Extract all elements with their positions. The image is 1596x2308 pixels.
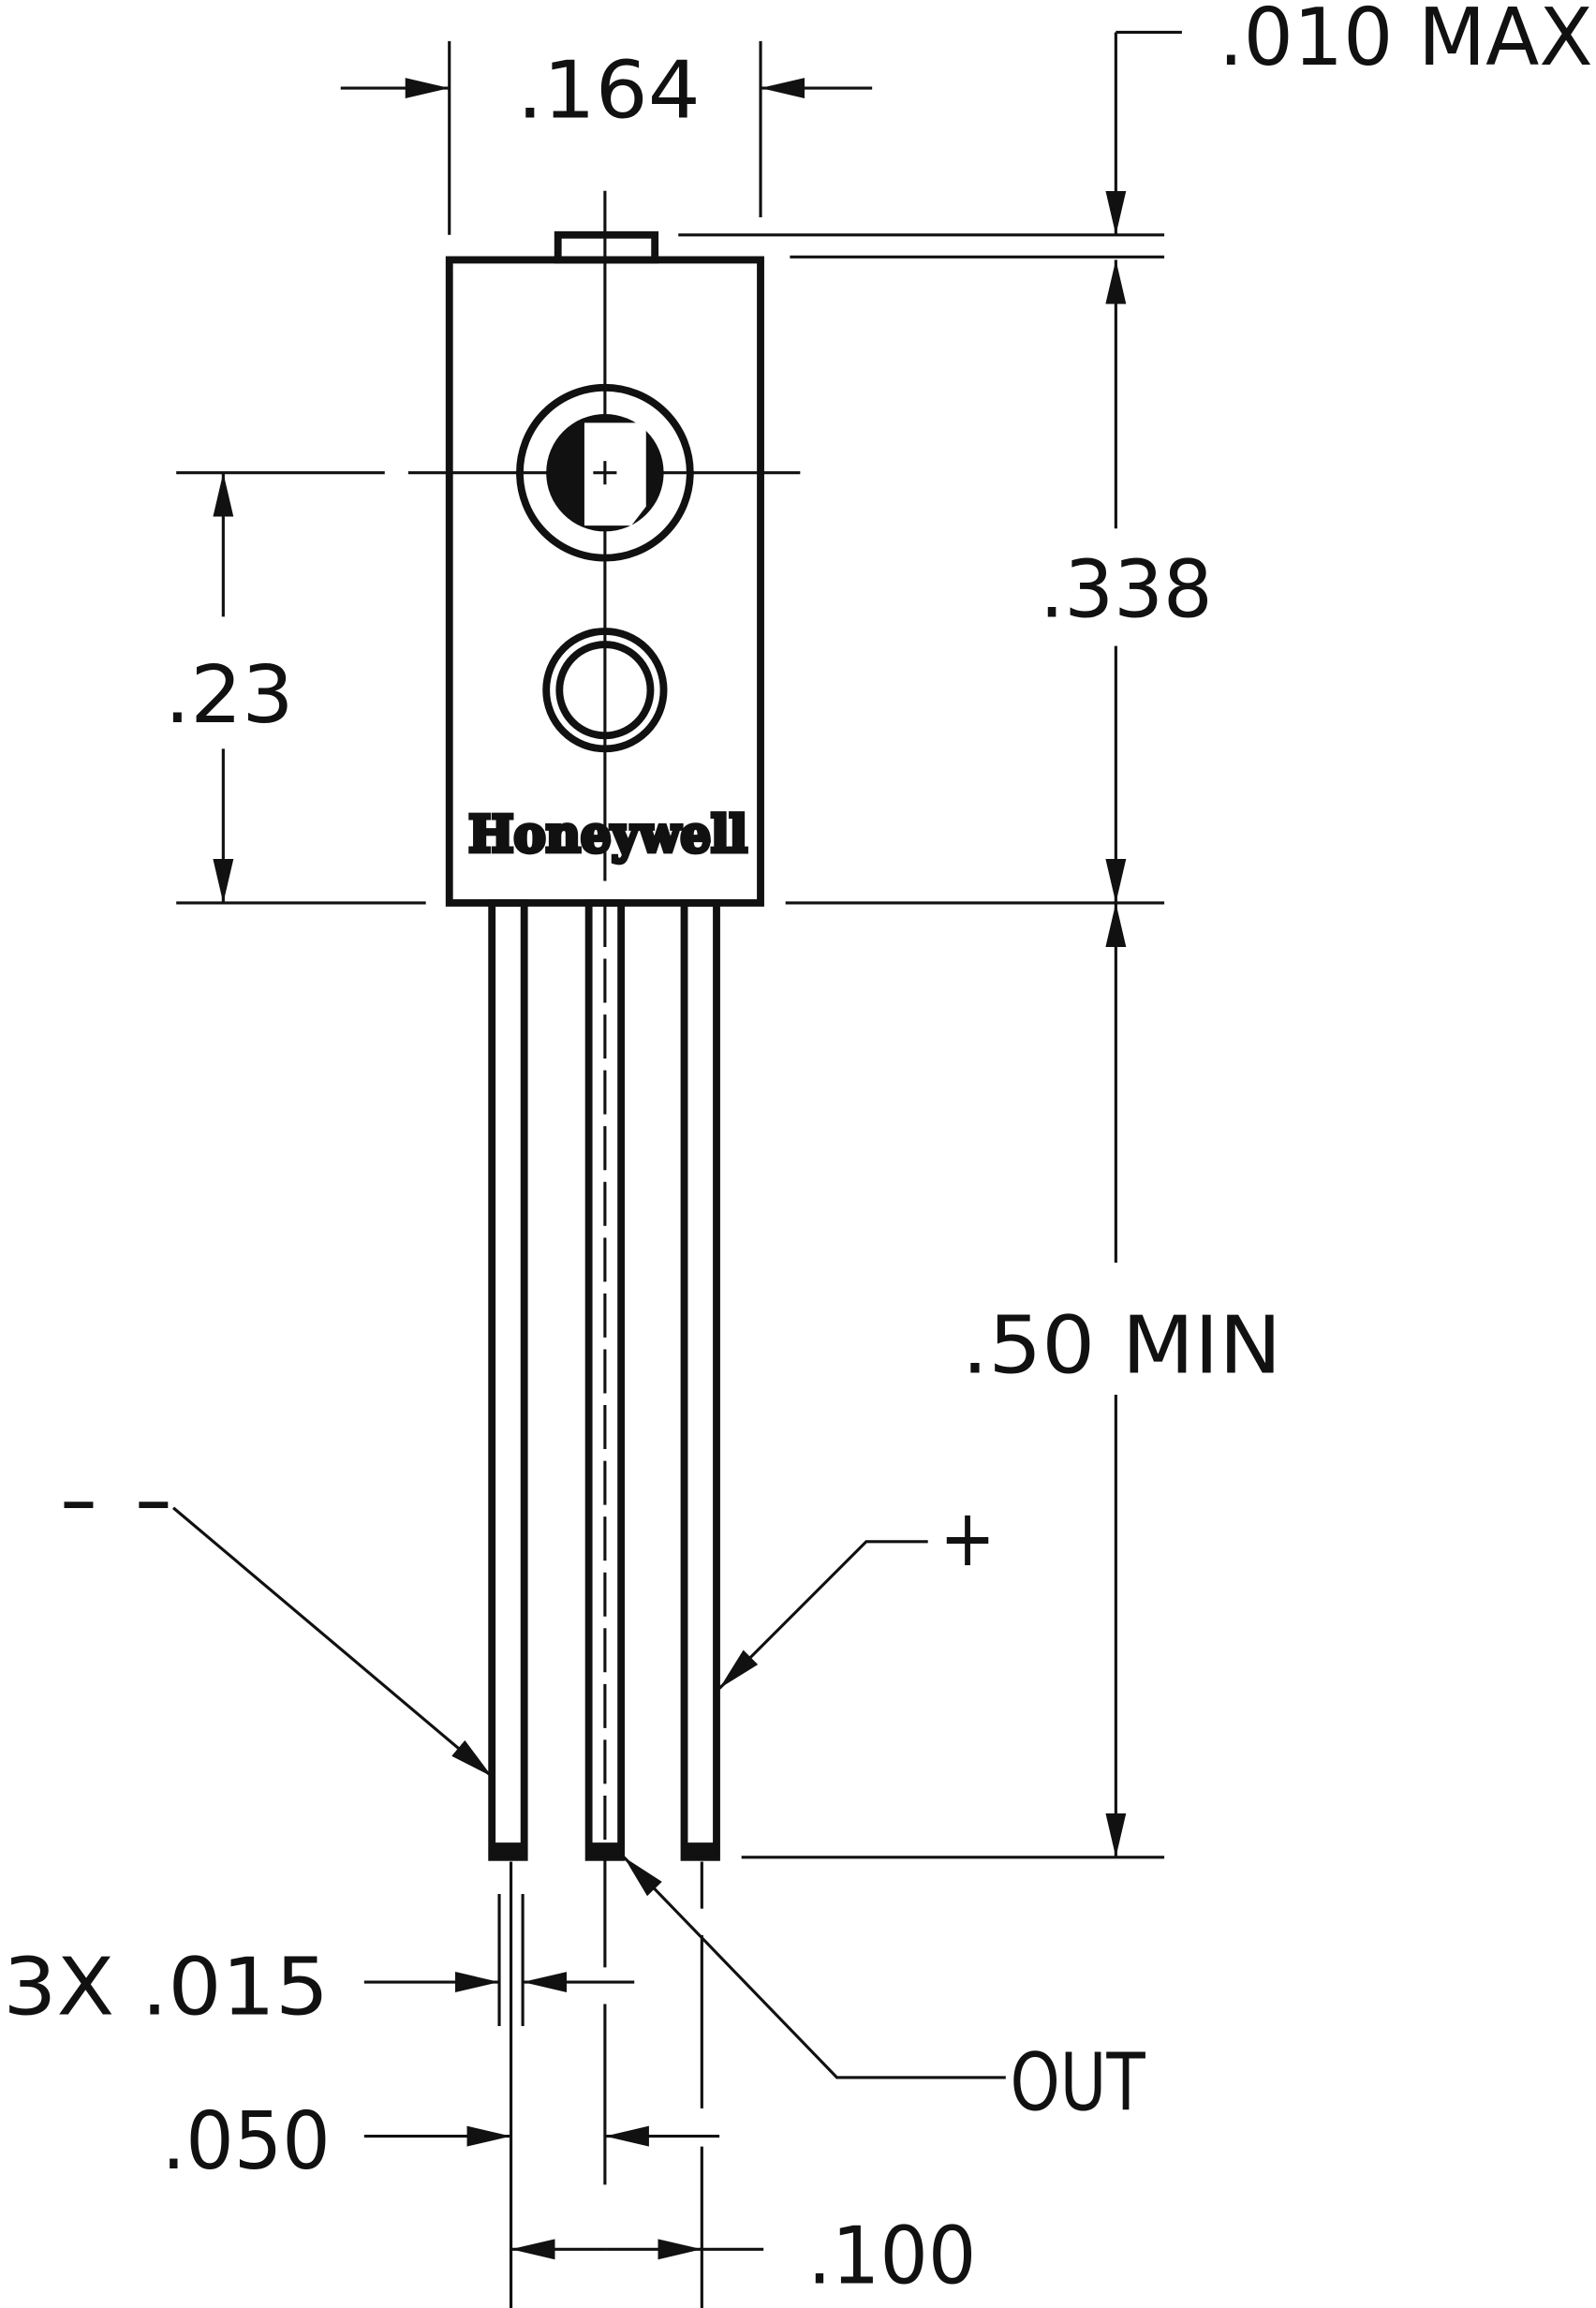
svg-text:.010 MAX: .010 MAX xyxy=(1219,0,1593,83)
svg-text:.338: .338 xyxy=(1040,542,1213,635)
hall-sensor-outer-ring xyxy=(516,383,694,562)
callout-negative: - - xyxy=(59,1453,494,1778)
dimension-lead-spacing: .050 xyxy=(162,2094,720,2187)
svg-text:OUT: OUT xyxy=(1010,2035,1145,2128)
dimension-sensor-height: .23 xyxy=(165,472,426,905)
dimension-lead-pitch: .100 xyxy=(510,2209,976,2301)
dimension-body-height: .338 xyxy=(785,259,1213,905)
callout-output: OUT xyxy=(623,1856,1145,2128)
brand-logo: Honeywell xyxy=(468,805,747,864)
dimension-lead-length: .50 MIN xyxy=(741,902,1282,1859)
leads xyxy=(488,899,720,1861)
svg-text:+: + xyxy=(939,1491,996,1584)
dimension-width: .164 xyxy=(340,40,873,235)
lead-positive xyxy=(680,899,720,1861)
sensor-body: Honeywell xyxy=(445,230,764,907)
svg-text:.23: .23 xyxy=(165,648,294,741)
svg-text:.50 MIN: .50 MIN xyxy=(962,1299,1282,1392)
svg-text:.100: .100 xyxy=(807,2209,976,2301)
lead-extension-lines xyxy=(497,1861,703,2308)
svg-text:.050: .050 xyxy=(162,2094,331,2187)
marker-ring-outer xyxy=(542,628,668,753)
svg-text:- -: - - xyxy=(59,1453,173,1546)
callout-positive: + xyxy=(718,1491,996,1690)
dimension-lead-width: 3X .015 xyxy=(3,1941,635,2034)
lead-negative xyxy=(488,899,528,1861)
svg-text:3X .015: 3X .015 xyxy=(3,1941,329,2034)
centerlines xyxy=(176,190,801,1862)
dimension-tab-height: .010 MAX xyxy=(678,0,1593,259)
svg-text:.164: .164 xyxy=(517,43,701,136)
